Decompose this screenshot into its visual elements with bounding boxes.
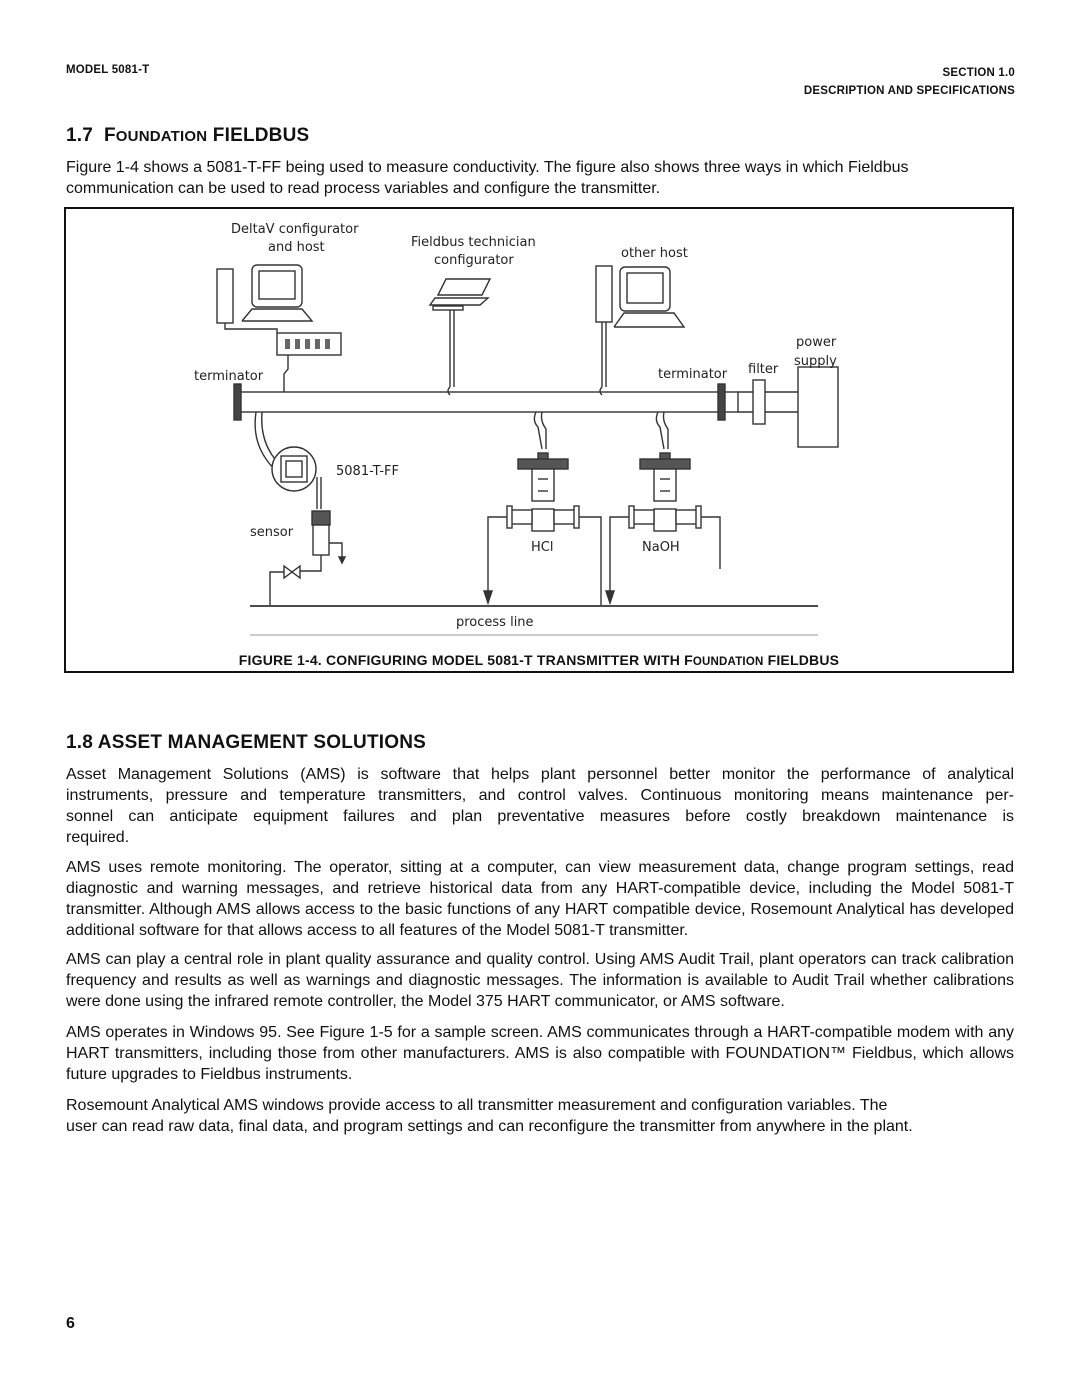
page-number: 6 <box>66 1315 75 1332</box>
heading-number: 1.7 <box>66 125 94 146</box>
deltav-keyboard-icon <box>241 308 314 322</box>
section-1-7-paragraph: Figure 1-4 shows a 5081-T-FF being used … <box>66 159 909 197</box>
heading-rest: FIELDBUS <box>212 125 310 146</box>
other-host-keyboard-icon <box>613 312 686 328</box>
running-header-model: MODEL 5081-T <box>66 64 150 76</box>
deltav-label-line1: DeltaV configurator <box>231 222 359 237</box>
hcl-valve-actuator-icon <box>517 458 569 470</box>
heading-smallcaps: OUNDATION <box>115 128 208 145</box>
section-1-8-heading: 1.8 ASSET MANAGEMENT SOLUTIONS <box>66 732 426 753</box>
hcl-valve-spur <box>533 411 543 450</box>
valve-icon <box>283 564 294 580</box>
terminator-left-icon <box>233 383 242 421</box>
running-header-section: SECTION 1.0 DESCRIPTION AND SPECIFICATIO… <box>804 64 1015 100</box>
power-supply-icon <box>797 366 839 448</box>
sensor-label: sensor <box>250 525 294 540</box>
section-1-7-heading: 1.7 FOUNDATION FIELDBUS <box>66 125 309 147</box>
ams-paragraph-4: AMS operates in Windows 95. See Figure 1… <box>66 1024 1014 1083</box>
ams-paragraph-3: AMS can play a central role in plant qua… <box>66 951 1014 1010</box>
filter-icon <box>752 379 766 425</box>
power-label-line2: supply <box>794 354 837 369</box>
sensor-icon <box>311 510 331 526</box>
terminator-right-icon <box>717 383 726 421</box>
filter-label: filter <box>748 362 779 377</box>
ams-paragraph-5: Rosemount Analytical AMS windows provide… <box>66 1097 913 1135</box>
deltav-label-line2: and host <box>268 240 325 255</box>
section-title: DESCRIPTION AND SPECIFICATIONS <box>803 85 1015 97</box>
naoh-valve-actuator-icon <box>639 458 691 470</box>
power-label-line1: power <box>796 335 837 350</box>
tech-label-line1: Fieldbus technician <box>411 235 536 250</box>
tech-label-line2: configurator <box>434 253 514 268</box>
transmitter-label: 5081-T-FF <box>336 464 399 479</box>
heading-cap: F <box>103 125 116 146</box>
laptop-base-icon <box>428 297 490 306</box>
terminator-right-label: terminator <box>658 367 728 382</box>
deltav-tower-icon <box>216 268 234 324</box>
naoh-label: NaOH <box>642 540 680 555</box>
section-number: SECTION 1.0 <box>942 67 1015 79</box>
ams-paragraph-1: Asset Management Solutions (AMS) is soft… <box>66 766 1014 846</box>
fieldbus-segment <box>237 391 739 413</box>
figure-1-4: DeltaV configurator and host Fieldbus te… <box>64 207 1014 673</box>
fieldbus-diagram: DeltaV configurator and host Fieldbus te… <box>194 222 839 636</box>
ams-paragraph-2: AMS uses remote monitoring. The operator… <box>66 859 1014 939</box>
terminator-left-label: terminator <box>194 369 264 384</box>
other-host-tower-icon <box>595 265 613 323</box>
process-line-label: process line <box>456 615 534 630</box>
naoh-valve-spur <box>655 411 665 450</box>
hcl-label: HCl <box>531 540 553 555</box>
figure-caption: FIGURE 1-4. CONFIGURING MODEL 5081-T TRA… <box>238 652 840 668</box>
other-host-label: other host <box>621 246 688 261</box>
hcl-valve-body-icon <box>531 468 555 502</box>
naoh-valve-body-icon <box>653 468 677 502</box>
laptop-screen-icon <box>436 278 492 296</box>
